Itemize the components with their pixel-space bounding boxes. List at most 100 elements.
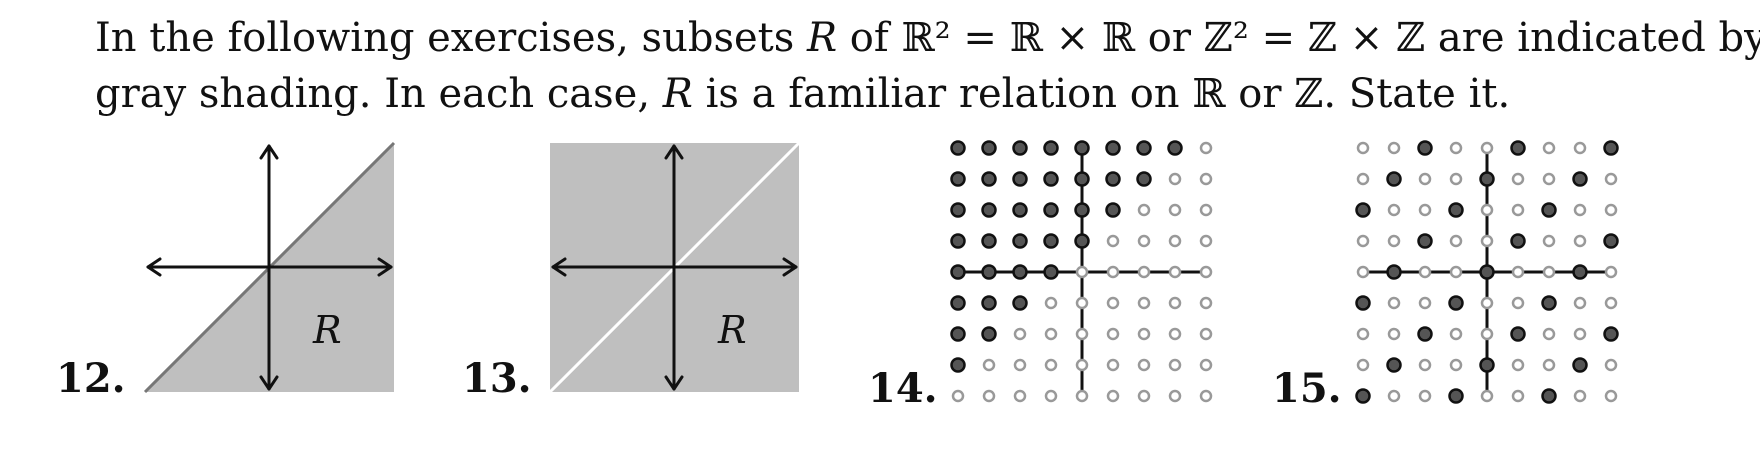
filled-point — [981, 140, 997, 156]
hollow-point — [1511, 358, 1525, 372]
filled-point — [1603, 233, 1619, 249]
hollow-point — [1137, 358, 1151, 372]
filled-point — [950, 233, 966, 249]
hollow-point — [1542, 172, 1556, 186]
hollow-point — [1480, 389, 1494, 403]
filled-point — [1012, 202, 1028, 218]
lattice-points — [1355, 140, 1619, 404]
filled-point — [1355, 295, 1371, 311]
problem-statement: In the following exercises, subsets R of… — [95, 10, 1760, 122]
hollow-point — [1075, 327, 1089, 341]
filled-point — [1603, 140, 1619, 156]
hollow-point — [1604, 389, 1618, 403]
exercise-13-figure: R — [548, 141, 801, 394]
hollow-point — [1168, 296, 1182, 310]
hollow-point — [1356, 141, 1370, 155]
hollow-point — [1480, 141, 1494, 155]
hollow-point — [1418, 389, 1432, 403]
hollow-point — [1449, 141, 1463, 155]
hollow-point — [1542, 234, 1556, 248]
filled-point — [1479, 264, 1495, 280]
filled-point — [1541, 295, 1557, 311]
filled-point — [1012, 140, 1028, 156]
hollow-point — [1199, 296, 1213, 310]
hollow-point — [1418, 203, 1432, 217]
hollow-point — [1573, 203, 1587, 217]
hollow-point — [1168, 327, 1182, 341]
hollow-point — [982, 358, 996, 372]
filled-point — [1167, 140, 1183, 156]
filled-point — [1105, 140, 1121, 156]
exercise-13-number: 13. — [462, 355, 532, 402]
hollow-point — [1356, 327, 1370, 341]
filled-point — [1043, 264, 1059, 280]
statement-line-2: gray shading. In each case, R is a famil… — [95, 71, 1511, 117]
filled-point — [1541, 388, 1557, 404]
filled-point — [1012, 295, 1028, 311]
filled-point — [950, 357, 966, 373]
hollow-point — [1573, 296, 1587, 310]
hollow-point — [1075, 389, 1089, 403]
hollow-point — [1199, 327, 1213, 341]
hollow-point — [1137, 389, 1151, 403]
hollow-point — [1168, 358, 1182, 372]
hollow-point — [1511, 296, 1525, 310]
filled-point — [981, 264, 997, 280]
hollow-point — [951, 389, 965, 403]
hollow-point — [1356, 172, 1370, 186]
axes — [551, 144, 798, 391]
exercise-12-figure: R — [143, 141, 396, 394]
hollow-point — [1387, 296, 1401, 310]
filled-point — [1043, 233, 1059, 249]
hollow-point — [1604, 358, 1618, 372]
filled-point — [1012, 233, 1028, 249]
filled-point — [950, 171, 966, 187]
exercise-14-figure — [950, 140, 1213, 403]
hollow-point — [1199, 358, 1213, 372]
hollow-point — [1573, 234, 1587, 248]
filled-point — [1417, 233, 1433, 249]
hollow-point — [1199, 265, 1213, 279]
hollow-point — [1511, 203, 1525, 217]
hollow-point — [1418, 265, 1432, 279]
hollow-point — [1449, 265, 1463, 279]
hollow-point — [1387, 234, 1401, 248]
hollow-point — [1106, 265, 1120, 279]
hollow-point — [1356, 265, 1370, 279]
filled-point — [1603, 326, 1619, 342]
hollow-point — [1480, 327, 1494, 341]
filled-point — [1479, 171, 1495, 187]
filled-point — [1074, 140, 1090, 156]
filled-point — [950, 202, 966, 218]
hollow-point — [1418, 296, 1432, 310]
filled-point — [1386, 264, 1402, 280]
hollow-point — [1137, 234, 1151, 248]
hollow-point — [982, 389, 996, 403]
filled-point — [1386, 171, 1402, 187]
hollow-point — [1387, 141, 1401, 155]
filled-point — [1386, 357, 1402, 373]
filled-point — [1448, 202, 1464, 218]
filled-point — [1417, 326, 1433, 342]
exercise-12-number: 12. — [56, 355, 126, 402]
hollow-point — [1013, 327, 1027, 341]
filled-point — [1074, 233, 1090, 249]
hollow-point — [1418, 172, 1432, 186]
lattice-points — [950, 140, 1213, 403]
hollow-point — [1573, 389, 1587, 403]
filled-point — [1510, 233, 1526, 249]
filled-point — [981, 171, 997, 187]
hollow-point — [1106, 234, 1120, 248]
filled-point — [1572, 264, 1588, 280]
hollow-point — [1199, 172, 1213, 186]
filled-point — [1541, 202, 1557, 218]
hollow-point — [1199, 203, 1213, 217]
axes — [146, 144, 393, 391]
hollow-point — [1106, 296, 1120, 310]
hollow-point — [1044, 389, 1058, 403]
hollow-point — [1356, 358, 1370, 372]
hollow-point — [1542, 265, 1556, 279]
filled-point — [1136, 171, 1152, 187]
filled-point — [950, 326, 966, 342]
filled-point — [1448, 388, 1464, 404]
